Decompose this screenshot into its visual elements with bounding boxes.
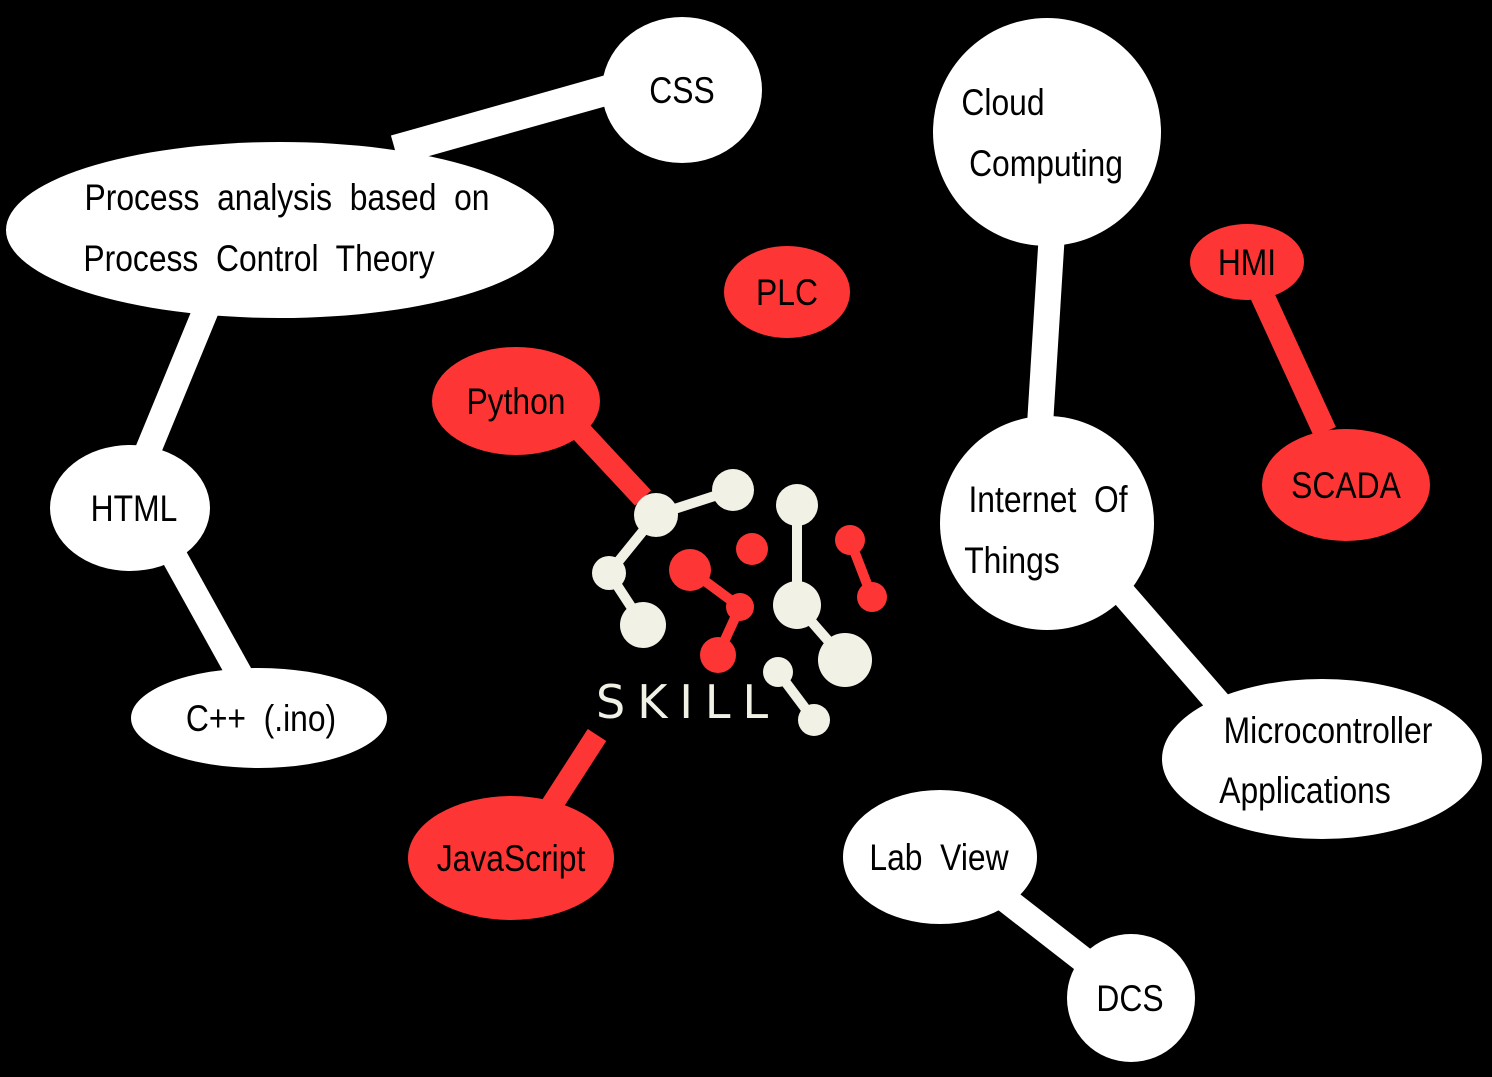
connector-process-html [127,295,223,475]
bubble-cloud-computing[interactable]: Cloud Computing [933,18,1161,246]
bubble-hmi-label: HMI [1218,243,1276,284]
bubble-micro-line-1: Microcontroller [1224,711,1433,752]
bubble-python-label: Python [466,382,565,423]
connector-javascript-logo [540,729,607,814]
bubble-cpp-label: C++ (.ino) [186,699,336,740]
white-connectors [127,75,1230,976]
bubble-dcs-label: DCS [1096,979,1163,1020]
connector-labview-dcs [992,884,1098,976]
bubble-scada-label: SCADA [1291,466,1401,507]
bubble-css[interactable]: CSS [602,17,762,163]
bubble-iot-line-1: Internet Of [968,480,1128,521]
bubble-process-line-1: Process analysis based on [85,178,490,219]
bubble-microcontroller-applications[interactable]: Microcontroller Applications [1162,679,1482,839]
bubble-html[interactable]: HTML [50,445,210,571]
connector-cloud-iot [1027,231,1065,426]
bubble-plc[interactable]: PLC [724,246,850,338]
bubble-process-line-2: Process Control Theory [83,239,435,280]
bubble-python[interactable]: Python [432,347,600,455]
bubble-cloud-line-2: Computing [969,144,1123,185]
bubble-css-label: CSS [649,71,714,112]
skill-logo-text: SKILL [596,675,780,729]
bubble-html-label: HTML [91,489,178,530]
bubble-plc-label: PLC [756,273,818,314]
connector-css-process [390,75,613,165]
bubble-process-analysis[interactable]: Process analysis based on Process Contro… [6,142,554,318]
bubble-cpp[interactable]: C++ (.ino) [131,668,387,768]
connector-hmi-scada [1251,289,1336,438]
bubble-micro-line-2: Applications [1219,771,1391,812]
bubble-dcs[interactable]: DCS [1067,934,1195,1062]
connector-python-logo [566,417,652,506]
bubble-internet-of-things[interactable]: Internet Of Things [940,416,1154,630]
bubble-javascript-label: JavaScript [437,839,586,880]
connector-iot-micro [1110,581,1230,714]
connector-html-cpp [153,533,252,682]
bubble-javascript[interactable]: JavaScript [408,796,614,920]
bubble-cloud-line-1: Cloud [961,83,1044,124]
bubble-iot-line-2: Things [964,541,1059,582]
bubble-scada[interactable]: SCADA [1262,429,1430,541]
bubble-labview-label: Lab View [869,838,1008,879]
bubble-hmi[interactable]: HMI [1190,224,1304,300]
molecule-network-icon [592,469,887,736]
bubble-lab-view[interactable]: Lab View [843,790,1037,924]
red-connectors [540,289,1336,814]
